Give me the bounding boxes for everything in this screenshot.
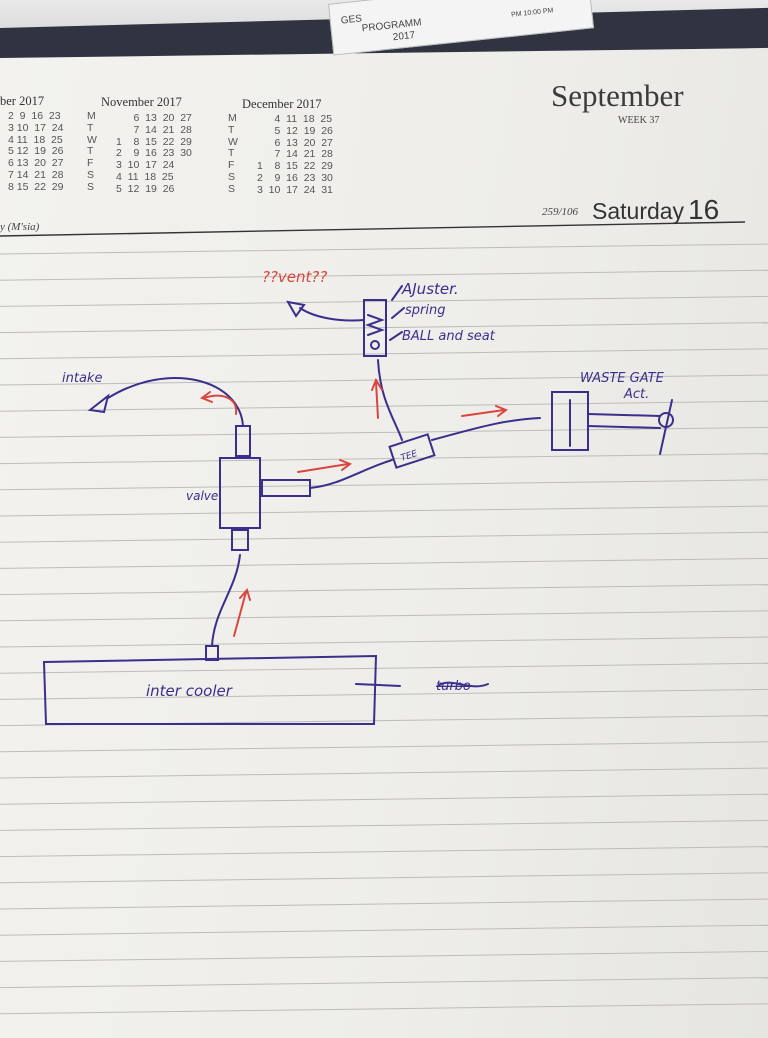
day-name: Saturday (592, 198, 685, 224)
ruled-line (0, 688, 768, 700)
label-wastegate: WASTE GATE (580, 371, 665, 386)
ruled-line (0, 453, 768, 465)
hose-to-tee (309, 459, 393, 489)
label-leaders (389, 285, 405, 341)
slip-text: PM 10:00 PM (510, 7, 554, 19)
valve-body (219, 457, 261, 529)
ruled-line (0, 846, 768, 858)
spring (365, 314, 385, 336)
ruled-line (0, 557, 768, 569)
slip-text: GES (340, 13, 363, 27)
ruled-line (0, 479, 768, 491)
flow-arrow (233, 587, 251, 637)
ruled-line (0, 322, 768, 334)
valve-fitting-top (235, 425, 251, 457)
ruled-line (0, 977, 768, 989)
wastegate-canister (551, 391, 589, 451)
ruled-line (0, 1003, 768, 1015)
slip-text: 2017 (392, 29, 416, 44)
flow-arrow (461, 405, 509, 417)
week-label: WEEK 37 (618, 115, 660, 126)
ball (370, 340, 380, 350)
hose-to-valve (211, 554, 241, 647)
label-ball-seat: BALL and seat (402, 329, 496, 344)
calendar-title-december: December 2017 (242, 97, 322, 111)
day-number: 16 (688, 194, 720, 225)
flow-arrow (199, 391, 238, 415)
ruled-line (0, 819, 768, 831)
flow-arrow (371, 377, 383, 419)
diary-page (0, 48, 768, 1038)
ruled-line (0, 636, 768, 648)
tee-body (388, 433, 436, 469)
ruled-line (0, 400, 768, 412)
ruled-line (0, 505, 768, 517)
ruled-line (0, 426, 768, 438)
wastegate-arm (659, 399, 673, 455)
label-spring: spring (405, 303, 445, 318)
month-heading: September (551, 78, 684, 113)
adjuster-body (363, 299, 387, 357)
intercooler-outlet-line (355, 683, 401, 687)
turbo-scribble (437, 681, 489, 688)
label-intercooler: inter cooler (146, 682, 233, 700)
ruled-line (0, 374, 768, 386)
holiday-note: y (M'sia) (0, 221, 40, 233)
ruled-line (0, 950, 768, 962)
valve-side-outlet (261, 479, 311, 497)
ruled-line (0, 531, 768, 543)
vent-arrow (286, 300, 306, 318)
label-vent: ??vent?? (262, 268, 327, 286)
ruled-line (0, 295, 768, 307)
ruled-line (0, 662, 768, 674)
ruled-line (0, 898, 768, 910)
label-intake: intake (62, 371, 102, 386)
ruled-line (0, 767, 768, 779)
flow-arrow (297, 459, 353, 473)
hose-tee-to-adjuster (377, 359, 403, 441)
ruled-line (0, 741, 768, 753)
label-valve: valve (186, 489, 218, 503)
day-count: 259/106 (542, 206, 579, 218)
ruled-line (0, 924, 768, 936)
ruled-line (0, 269, 768, 281)
ruled-line (0, 793, 768, 805)
calendar-december: 4 11 18 25 5 12 19 26 6 13 20 27 7 14 21… (257, 113, 333, 196)
ruled-line (0, 584, 768, 596)
vent-line (299, 307, 365, 322)
wastegate-rod (569, 399, 661, 447)
calendar-title-october: ber 2017 (0, 94, 45, 108)
ruled-line (0, 610, 768, 622)
intercooler-box (42, 654, 378, 725)
ruled-line (0, 243, 768, 255)
valve-fitting-bottom (231, 529, 249, 551)
intake-arrow (87, 393, 110, 414)
label-adjuster: AJuster. (401, 280, 459, 298)
hose-tee-to-wastegate (431, 417, 541, 441)
hose-to-intake (107, 377, 244, 427)
label-act: Act. (623, 387, 649, 402)
calendar-title-november: November 2017 (101, 95, 182, 109)
ruled-line (0, 872, 768, 884)
ruled-line (0, 348, 768, 360)
label-turbo: turbo (436, 679, 471, 694)
